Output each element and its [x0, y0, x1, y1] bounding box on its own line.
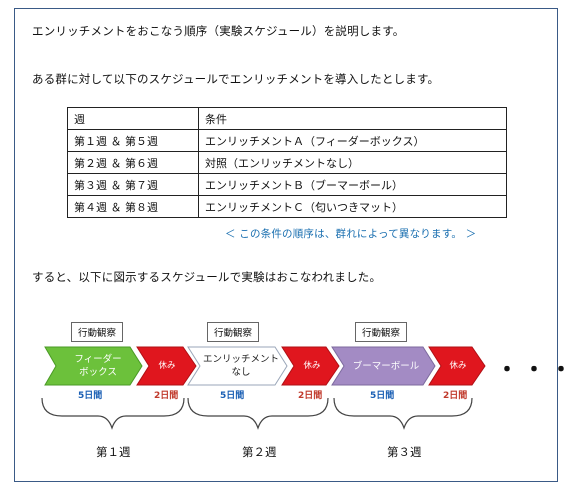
condition-label-week3: ブーマーボール [342, 360, 430, 373]
week1-brace [41, 397, 185, 430]
intro-text-2: ある群に対して以下のスケジュールでエンリッチメントを導入したとします。 [32, 72, 440, 86]
observation-label: 行動観察 [207, 322, 260, 342]
rest-label: 休み [303, 361, 321, 371]
week-label: 第３週 [387, 445, 422, 459]
rest-arrow-week2 [281, 346, 340, 386]
table-row: 第１週 ＆ 第５週 エンリッチメントＡ（フィーダーボックス） [67, 129, 507, 152]
table-header-row: 週 条件 [67, 107, 507, 130]
rest-duration: 2日間 [298, 391, 323, 401]
week3-brace [333, 397, 473, 430]
rest-label: 休み [449, 361, 467, 371]
content-frame [14, 8, 558, 482]
rest-duration: 2日間 [443, 391, 468, 401]
condition-arrow-week2 [187, 346, 288, 386]
week2-brace [187, 397, 329, 430]
result-text: すると、以下に図示するスケジュールで実験はおこなわれました。 [32, 270, 382, 284]
condition-label-week1: フィーダー ボックス [58, 353, 138, 379]
condition-arrow-week3 [331, 346, 436, 386]
condition-line: ボックス [79, 367, 117, 378]
table-row: 第３週 ＆ 第７週 エンリッチメントＢ（ブーマーボール） [67, 173, 507, 196]
condition-duration: 5日間 [78, 391, 103, 401]
continuation-dots: ・・・ [496, 358, 573, 383]
rest-label: 休み [158, 361, 176, 371]
rest-arrow-week1 [136, 346, 197, 386]
condition-label-week2: エンリッチメント なし [198, 353, 284, 379]
row-week: 第３週 ＆ 第７週 [67, 173, 199, 196]
condition-duration: 5日間 [220, 391, 245, 401]
row-condition: エンリッチメントＣ（匂いつきマット） [198, 195, 507, 218]
table-row: 第４週 ＆ 第８週 エンリッチメントＣ（匂いつきマット） [67, 195, 507, 218]
week-label: 第２週 [242, 445, 277, 459]
intro-text: エンリッチメントをおこなう順序（実験スケジュール）を説明します。 [32, 24, 405, 38]
rest-duration: 2日間 [154, 391, 179, 401]
condition-line: エンリッチメント [202, 354, 279, 365]
week-label: 第１週 [96, 445, 131, 459]
order-note: ＜ この条件の順序は、群れによって異なります。 ＞ [225, 228, 477, 240]
observation-label: 行動観察 [355, 322, 408, 342]
schedule-table: 週 条件 第１週 ＆ 第５週 エンリッチメントＡ（フィーダーボックス） 第２週 … [67, 107, 507, 218]
condition-arrow-week1 [44, 346, 143, 386]
condition-line: ブーマーボール [352, 361, 420, 372]
row-condition: エンリッチメントＢ（ブーマーボール） [198, 173, 507, 196]
observation-label: 行動観察 [71, 322, 124, 342]
condition-line: フィーダー [74, 354, 122, 365]
row-week: 第４週 ＆ 第８週 [67, 195, 199, 218]
rest-arrow-week3 [428, 346, 486, 386]
condition-line: なし [231, 367, 251, 378]
condition-duration: 5日間 [370, 391, 395, 401]
row-week: 第２週 ＆ 第６週 [67, 151, 199, 174]
